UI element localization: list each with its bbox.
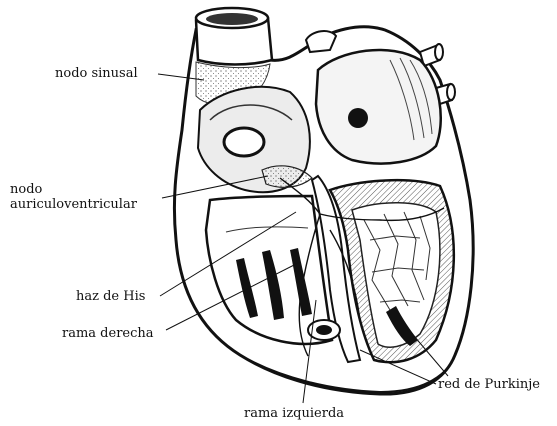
left-atrium-vein-opening xyxy=(348,108,368,128)
label-nodo-av-line1: nodo xyxy=(10,182,137,197)
label-nodo-auriculoventricular: nodo auriculoventricular xyxy=(10,182,137,212)
coronary-sinus-opening xyxy=(224,128,264,156)
label-rama-izquierda: rama izquierda xyxy=(244,406,344,421)
left-atrium xyxy=(316,50,441,164)
label-rama-derecha: rama derecha xyxy=(62,326,154,341)
label-red-de-purkinje: red de Purkinje xyxy=(438,377,540,392)
label-haz-de-his: haz de His xyxy=(76,289,145,304)
label-nodo-sinusal: nodo sinusal xyxy=(55,66,138,81)
label-nodo-av-line2: auriculoventricular xyxy=(10,197,137,212)
